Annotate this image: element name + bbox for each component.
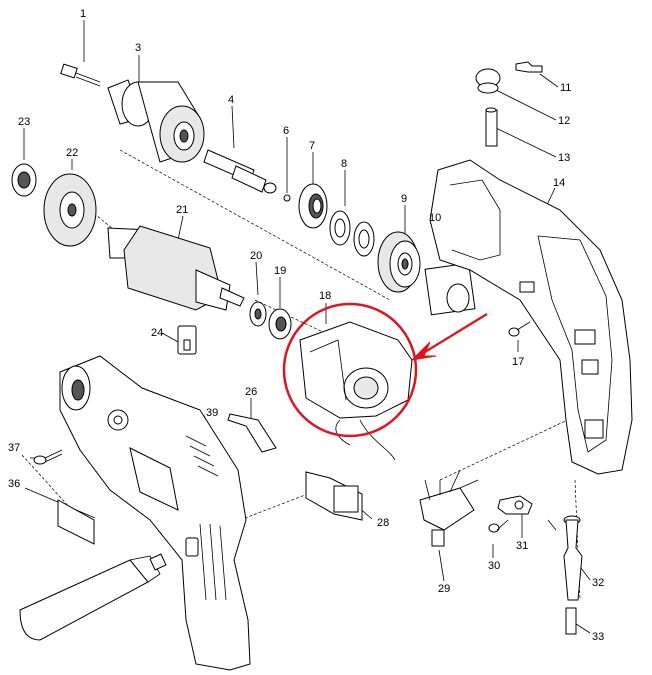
part-32-cord-guard <box>547 515 583 601</box>
part-28-switch <box>305 471 363 521</box>
label-33: 33 <box>592 631 604 643</box>
part-20-bearing <box>249 301 267 327</box>
label-6: 6 <box>283 125 289 137</box>
label-32: 32 <box>592 577 604 589</box>
part-26-clip <box>227 413 277 453</box>
part-9-gear <box>377 231 421 293</box>
part-33-cord <box>565 607 577 635</box>
part-14-housing-right <box>429 159 633 475</box>
part-37-screw <box>33 449 63 465</box>
part-22-fan <box>43 173 97 247</box>
part-6-ball <box>283 194 291 202</box>
label-19: 19 <box>274 265 286 277</box>
label-36: 36 <box>8 478 20 490</box>
label-1: 1 <box>80 8 86 20</box>
part-12-knob <box>475 68 501 94</box>
label-37: 37 <box>8 442 20 454</box>
label-39: 39 <box>206 407 218 419</box>
label-18: 18 <box>319 290 331 302</box>
part-29-terminal <box>419 469 479 547</box>
highlight-arrow-head <box>410 341 437 361</box>
part-3-chuck <box>107 79 205 163</box>
part-24-brush-holder <box>177 325 197 355</box>
label-21: 21 <box>176 204 188 216</box>
label-24: 24 <box>151 327 163 339</box>
part-17-screw <box>508 321 531 337</box>
part-30-screw <box>488 519 509 533</box>
part-8-washers <box>329 210 375 257</box>
label-30: 30 <box>488 560 500 572</box>
label-11: 11 <box>560 82 571 94</box>
label-4: 4 <box>228 94 234 106</box>
part-1-bolt <box>60 63 101 87</box>
label-12: 12 <box>558 115 570 127</box>
label-20: 20 <box>250 250 262 262</box>
highlight-circle <box>282 302 418 438</box>
side-handle <box>19 553 167 641</box>
part-7-bearing <box>298 183 328 229</box>
label-31: 31 <box>516 540 528 552</box>
label-10: 10 <box>429 212 441 224</box>
label-3: 3 <box>135 42 141 54</box>
part-19-bearing <box>268 308 292 340</box>
label-29: 29 <box>438 583 450 595</box>
part-23-bearing <box>11 163 37 197</box>
label-23: 23 <box>18 116 30 128</box>
label-9: 9 <box>401 193 407 205</box>
part-18-field <box>299 321 413 461</box>
label-26: 26 <box>245 386 257 398</box>
label-13: 13 <box>558 152 570 164</box>
part-11-pin <box>515 61 543 73</box>
part-10-bearing-box <box>424 262 476 316</box>
part-21-armature <box>107 225 245 311</box>
part-4-spindle <box>203 149 277 194</box>
label-8: 8 <box>341 158 347 170</box>
part-31-strain-relief <box>497 495 533 515</box>
label-17: 17 <box>512 356 524 368</box>
part-13-rod <box>485 107 498 147</box>
part-labels: 1 3 4 6 7 8 9 10 11 12 13 14 17 18 19 20… <box>8 8 604 643</box>
part-39-housing-left <box>59 355 251 671</box>
label-28: 28 <box>377 517 389 529</box>
label-14: 14 <box>553 177 565 189</box>
label-7: 7 <box>309 140 315 152</box>
part-36-nameplate <box>57 499 95 545</box>
leader-lines <box>23 20 591 634</box>
label-22: 22 <box>66 147 78 159</box>
